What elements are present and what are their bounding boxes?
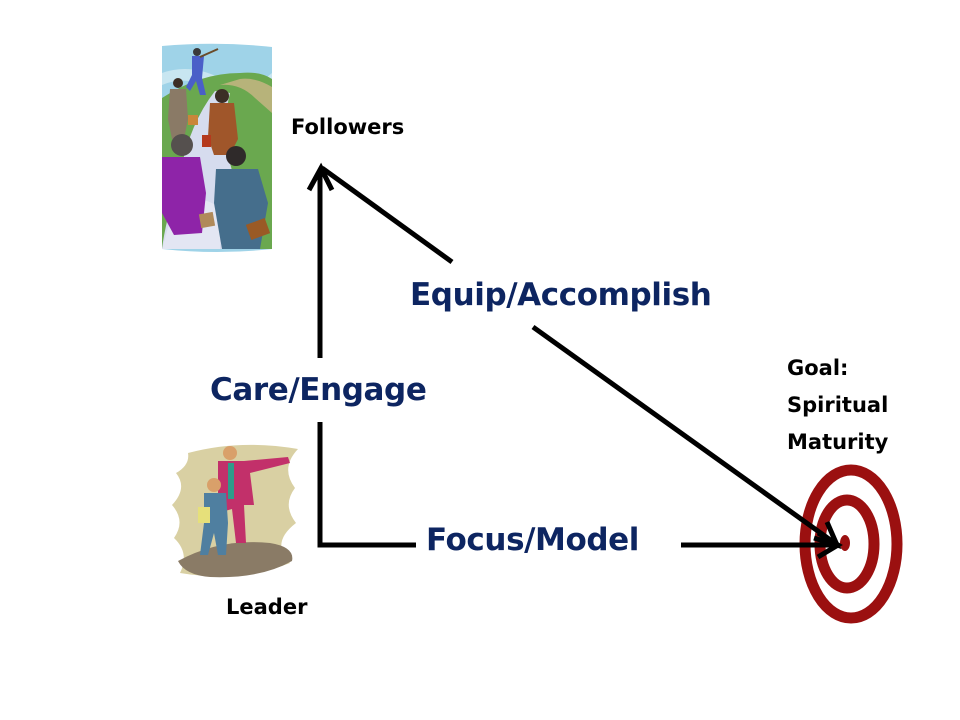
followers-label: Followers xyxy=(291,115,405,139)
leader-label: Leader xyxy=(226,595,308,619)
goal-label: Goal: Spiritual Maturity xyxy=(787,350,888,461)
care-engage-label: Care/Engage xyxy=(210,372,427,408)
goal-label-line-1: Goal: xyxy=(787,356,849,380)
followers-walking-clipart xyxy=(162,43,272,253)
focus-model-label: Focus/Model xyxy=(426,522,640,558)
focus-model-arrow xyxy=(317,422,843,560)
equip-accomplish-label: Equip/Accomplish xyxy=(410,277,712,313)
equip-accomplish-arrow xyxy=(320,165,842,549)
leader-pointing-clipart xyxy=(172,444,298,578)
goal-label-line-2: Spiritual xyxy=(787,393,889,417)
goal-label-line-3: Maturity xyxy=(787,430,889,454)
